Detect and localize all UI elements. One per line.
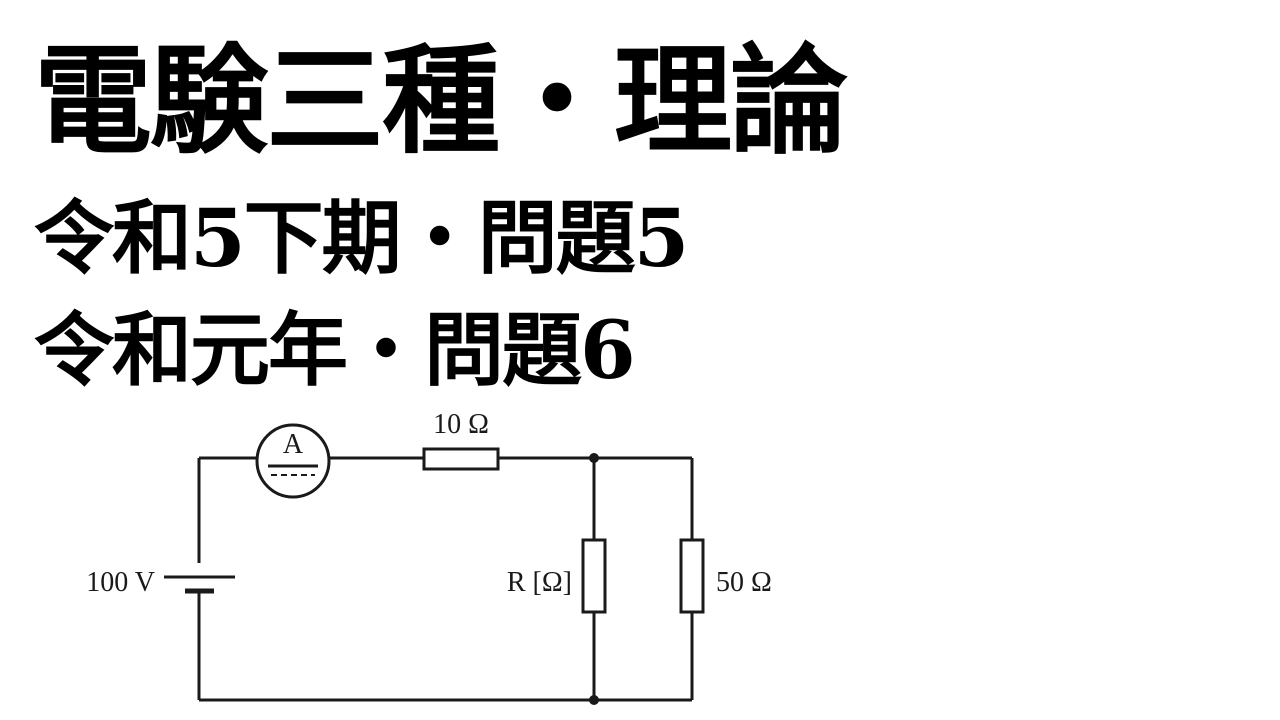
label-50ohm: 50 Ω	[716, 567, 772, 598]
resistor-r	[581, 538, 607, 614]
ammeter-symbol: A	[255, 423, 331, 499]
label-r: R [Ω]	[507, 567, 572, 598]
subtitle-question-r1: 令和元年・問題6	[34, 303, 636, 397]
circuit-wires	[197, 456, 694, 702]
junction-bottom	[589, 695, 599, 705]
ammeter-label: A	[283, 429, 304, 460]
resistor-50ohm	[679, 538, 705, 614]
junction-top	[589, 453, 599, 463]
battery-symbol	[164, 575, 235, 594]
label-10ohm: 10 Ω	[433, 409, 489, 440]
label-100v: 100 V	[86, 567, 155, 598]
main-title: 電験三種・理論	[34, 31, 848, 170]
subtitle-question-r5: 令和5下期・問題5	[34, 191, 689, 285]
resistor-10ohm	[422, 447, 500, 471]
